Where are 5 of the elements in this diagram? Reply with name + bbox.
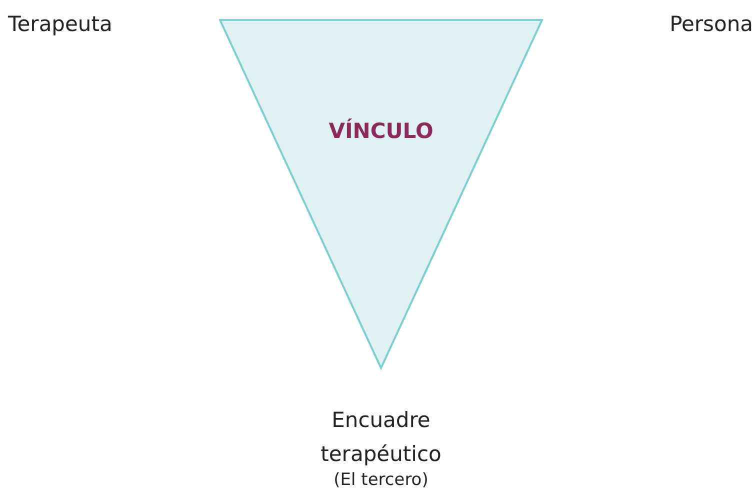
corner-note: (El tercero) [334,470,428,490]
triangle-label: VÍNCULO [328,119,434,143]
corner-label: Encuadre terapéutico [320,407,442,468]
corner-label: Terapeuta [8,12,112,36]
corner-label: Persona [670,12,753,36]
